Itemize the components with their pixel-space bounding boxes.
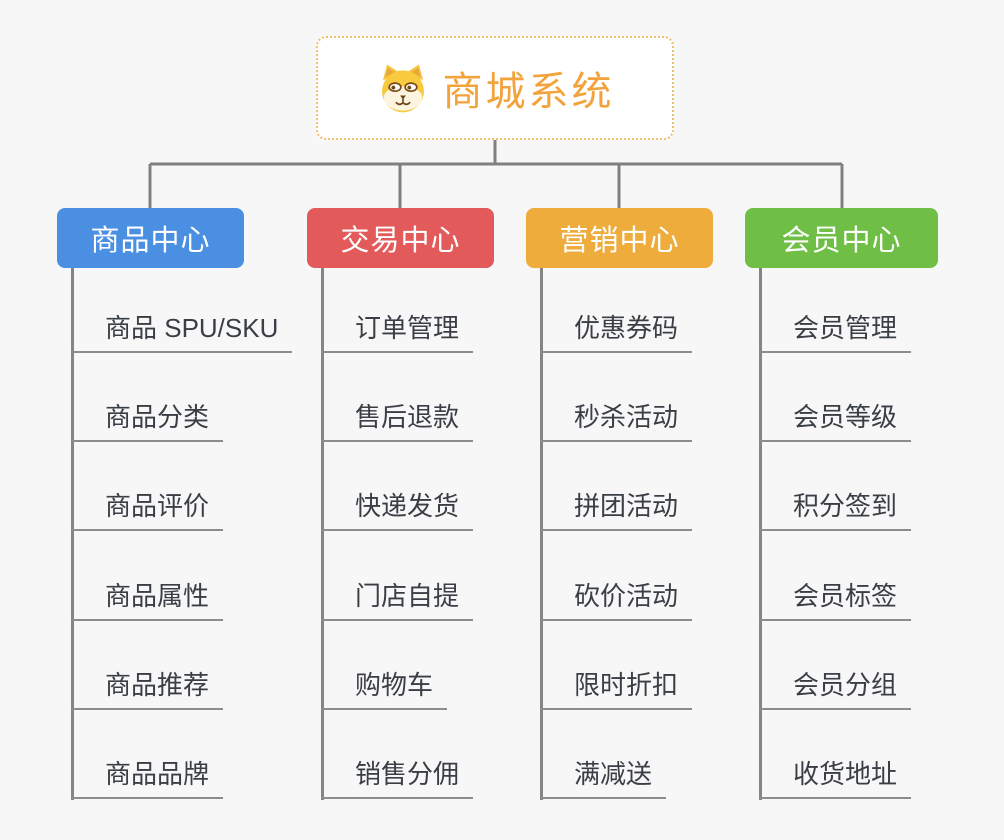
leaf-node[interactable]: 购物车: [321, 665, 448, 710]
leaf-node[interactable]: 积分签到: [759, 486, 912, 531]
leaf-node[interactable]: 售后退款: [321, 397, 474, 442]
leaf-node[interactable]: 商品分类: [71, 397, 224, 442]
leaf-node[interactable]: 商品品牌: [71, 754, 224, 799]
branch-spine: [321, 268, 324, 800]
leaf-node[interactable]: 商品 SPU/SKU: [71, 308, 293, 353]
branch-spine: [71, 268, 74, 800]
branch-node-4[interactable]: 会员中心: [745, 208, 938, 268]
leaf-node[interactable]: 销售分佣: [321, 754, 474, 799]
leaf-node[interactable]: 优惠券码: [540, 308, 693, 353]
leaf-node[interactable]: 门店自提: [321, 576, 474, 621]
branch-spine: [540, 268, 543, 800]
leaf-node[interactable]: 快递发货: [321, 486, 474, 531]
leaf-node[interactable]: 会员标签: [759, 576, 912, 621]
leaf-node[interactable]: 会员分组: [759, 665, 912, 710]
leaf-node[interactable]: 商品推荐: [71, 665, 224, 710]
branch-node-3[interactable]: 营销中心: [526, 208, 713, 268]
leaf-node[interactable]: 砍价活动: [540, 576, 693, 621]
branch-node-1[interactable]: 商品中心: [57, 208, 244, 268]
leaf-node[interactable]: 商品属性: [71, 576, 224, 621]
root-node[interactable]: 商城系统: [316, 36, 674, 140]
leaf-node[interactable]: 限时折扣: [540, 665, 693, 710]
leaf-node[interactable]: 会员等级: [759, 397, 912, 442]
leaf-node[interactable]: 拼团活动: [540, 486, 693, 531]
leaf-node[interactable]: 秒杀活动: [540, 397, 693, 442]
dog-icon: [381, 64, 424, 113]
branch-spine: [759, 268, 762, 800]
leaf-node[interactable]: 会员管理: [759, 308, 912, 353]
leaf-node[interactable]: 订单管理: [321, 308, 474, 353]
leaf-node[interactable]: 收货地址: [759, 754, 912, 799]
leaf-node[interactable]: 满减送: [540, 754, 667, 799]
root-title: 商城系统: [442, 70, 615, 114]
branch-node-2[interactable]: 交易中心: [307, 208, 494, 268]
leaf-node[interactable]: 商品评价: [71, 486, 224, 531]
